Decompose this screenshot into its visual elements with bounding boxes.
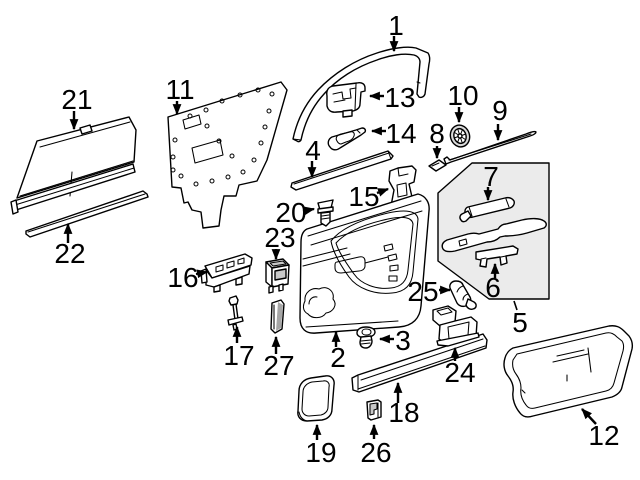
part-grab-handle-cylinder	[459, 196, 515, 223]
part-number-label: 8	[429, 118, 445, 149]
part-door-trim-panel	[299, 193, 430, 334]
part-number-label: 7	[483, 161, 499, 192]
part-number-label: 2	[330, 342, 346, 373]
part-number-label: 24	[444, 357, 475, 388]
callout-11: 11	[165, 74, 195, 116]
part-sunshade-guide-rail	[25, 190, 149, 238]
part-number-label: 11	[165, 74, 194, 105]
part-release-handle-bezel	[327, 127, 367, 151]
part-storage-pocket-trim	[503, 325, 634, 418]
callout-13: 13	[368, 82, 416, 113]
part-upper-window-frame-molding	[292, 46, 431, 143]
part-window-switch	[265, 258, 290, 294]
callout-20: 20	[275, 197, 316, 228]
callout-4: 4	[305, 135, 321, 179]
callout-2: 2	[330, 330, 346, 373]
part-number-label: 20	[275, 197, 306, 228]
part-number-label: 1	[388, 10, 404, 41]
callout-6: 6	[485, 262, 501, 303]
callout-24: 24	[444, 346, 476, 388]
callout-18: 18	[388, 381, 420, 428]
part-number-label: 17	[223, 340, 254, 371]
callout-10: 10	[447, 80, 479, 124]
part-number-label: 23	[264, 222, 295, 253]
part-switch-mounting-bracket	[200, 253, 253, 293]
callout-21: 21	[61, 84, 93, 131]
callout-5: 5	[512, 300, 528, 338]
part-door-water-shield	[167, 81, 288, 229]
part-lock-knob-linkage	[227, 295, 244, 331]
callout-15: 15	[348, 181, 390, 212]
part-number-label: 4	[305, 135, 321, 166]
part-number-label: 12	[588, 420, 619, 451]
part-outer-belt-molding	[443, 130, 537, 165]
callout-25: 25	[407, 276, 452, 307]
callout-1: 1	[388, 10, 404, 53]
part-number-label: 6	[485, 272, 501, 303]
part-pull-handle-support	[475, 245, 519, 268]
callout-9: 9	[492, 95, 508, 142]
part-inner-belt-weatherstrip	[290, 150, 394, 191]
callout-27: 27	[263, 335, 295, 381]
callouts: 1 2 3 4 5 6 7 8	[54, 10, 619, 468]
callout-22: 22	[54, 222, 86, 269]
part-number-label: 15	[348, 181, 379, 212]
callout-16: 16	[167, 262, 209, 293]
callout-19: 19	[305, 423, 337, 468]
part-number-label: 26	[360, 437, 391, 468]
part-trim-panel-retainer-clip	[356, 326, 376, 349]
part-number-label: 25	[407, 276, 438, 307]
armrest-pad	[441, 217, 547, 253]
callout-17: 17	[223, 325, 255, 371]
part-push-pin-retainer	[317, 199, 334, 227]
part-number-label: 10	[447, 80, 478, 111]
part-number-label: 18	[388, 397, 419, 428]
callout-23: 23	[264, 222, 296, 261]
part-number-label: 3	[395, 325, 411, 356]
callout-8: 8	[429, 118, 445, 160]
callout-3: 3	[378, 325, 411, 356]
part-number-label: 21	[61, 84, 92, 115]
part-number-label: 5	[512, 307, 528, 338]
part-number-label: 9	[492, 95, 508, 126]
part-number-label: 16	[167, 262, 198, 293]
part-lamp-bulb-socket	[449, 280, 477, 310]
part-speaker-grille-cover	[297, 375, 335, 422]
part-mounting-clip	[428, 159, 447, 172]
part-window-sunshade	[10, 116, 137, 215]
part-number-label: 22	[54, 238, 85, 269]
callout-7: 7	[483, 161, 499, 202]
part-number-label: 27	[263, 350, 294, 381]
part-speaker-grommet	[449, 124, 471, 148]
part-courtesy-lamp	[432, 305, 480, 347]
callout-12: 12	[581, 408, 620, 451]
callout-26: 26	[360, 423, 392, 468]
part-retaining-clip	[366, 399, 382, 421]
callout-14: 14	[370, 118, 417, 149]
part-pull-handle-bracket	[326, 82, 366, 118]
part-number-label: 14	[385, 118, 416, 149]
part-number-label: 19	[305, 437, 336, 468]
part-number-label: 13	[384, 82, 415, 113]
part-trim-finisher-strip	[270, 299, 285, 334]
